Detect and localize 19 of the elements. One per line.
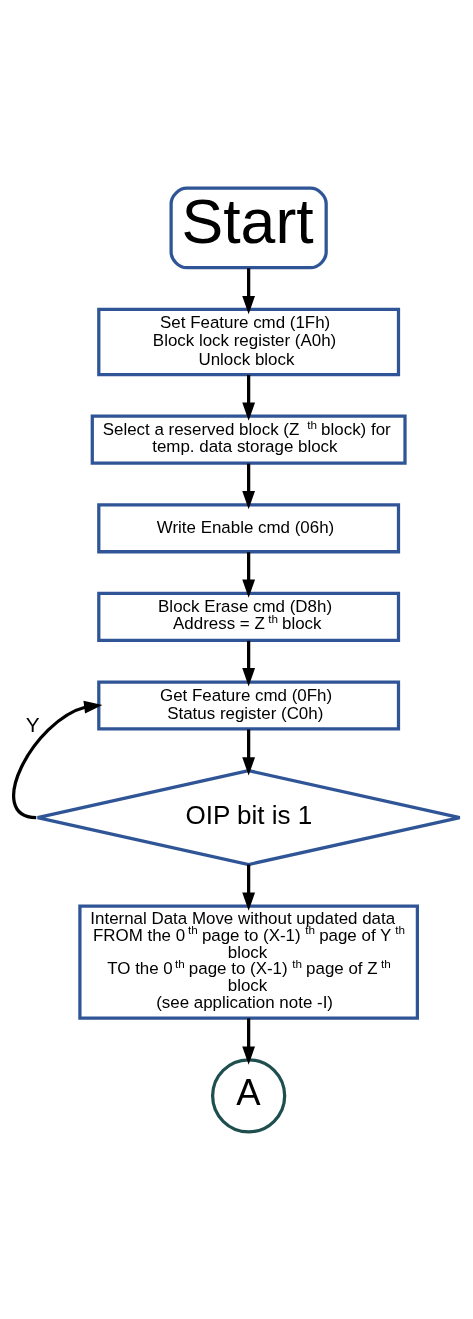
edge-label: Y xyxy=(25,712,40,736)
arrow xyxy=(242,374,256,421)
arrow xyxy=(12,700,103,819)
arrow xyxy=(242,729,256,775)
node-box: Set Feature cmd (1Fh) Block lock register (A0h) Unlock block xyxy=(97,307,401,376)
node-circle: A xyxy=(211,1057,287,1133)
arrow xyxy=(242,864,256,911)
arrow xyxy=(242,640,256,686)
node-box: Block Erase cmd (D8h) Address = Z$^{th}$ block xyxy=(97,591,401,642)
arrow xyxy=(242,463,256,509)
node-box: Internal Data Move without updated data FROM the 0$^{th}$ page to (X-1)$^{th}$ page of Y$^{th}$ block TO the 0$^{th}$ page to (X-1)$^{th}$ page of Z$^{th}$ block (see application note -I) xyxy=(78,904,419,1020)
node-box: Start xyxy=(169,186,328,269)
arrow xyxy=(242,1017,256,1065)
node-diamond: OIP bit is 1 xyxy=(35,768,462,866)
node-box: Get Feature cmd (0Fh) Status register (C0h) xyxy=(97,679,401,731)
arrow xyxy=(242,267,256,314)
node-box: Write Enable cmd (06h) xyxy=(97,502,401,553)
node-box: Select a reserved block (Z$^{th}$ block) for temp. data storage block xyxy=(90,414,407,465)
arrow xyxy=(242,551,256,598)
